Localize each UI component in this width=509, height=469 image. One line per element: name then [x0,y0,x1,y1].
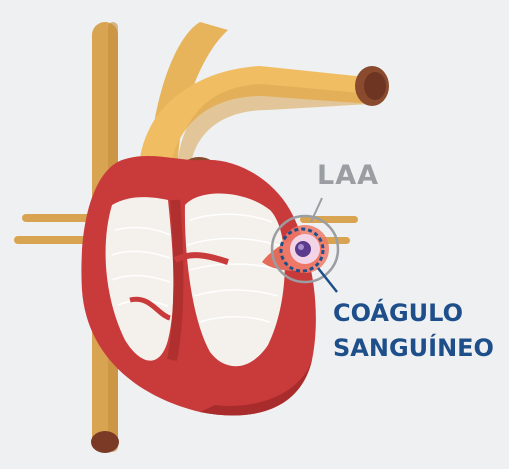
blood-clot-label-line1: COÁGULO [333,296,494,331]
laa-label: LAA [317,160,379,191]
blood-clot-label: COÁGULO SANGUÍNEO [333,296,494,366]
blood-clot-label-line2: SANGUÍNEO [333,331,494,366]
